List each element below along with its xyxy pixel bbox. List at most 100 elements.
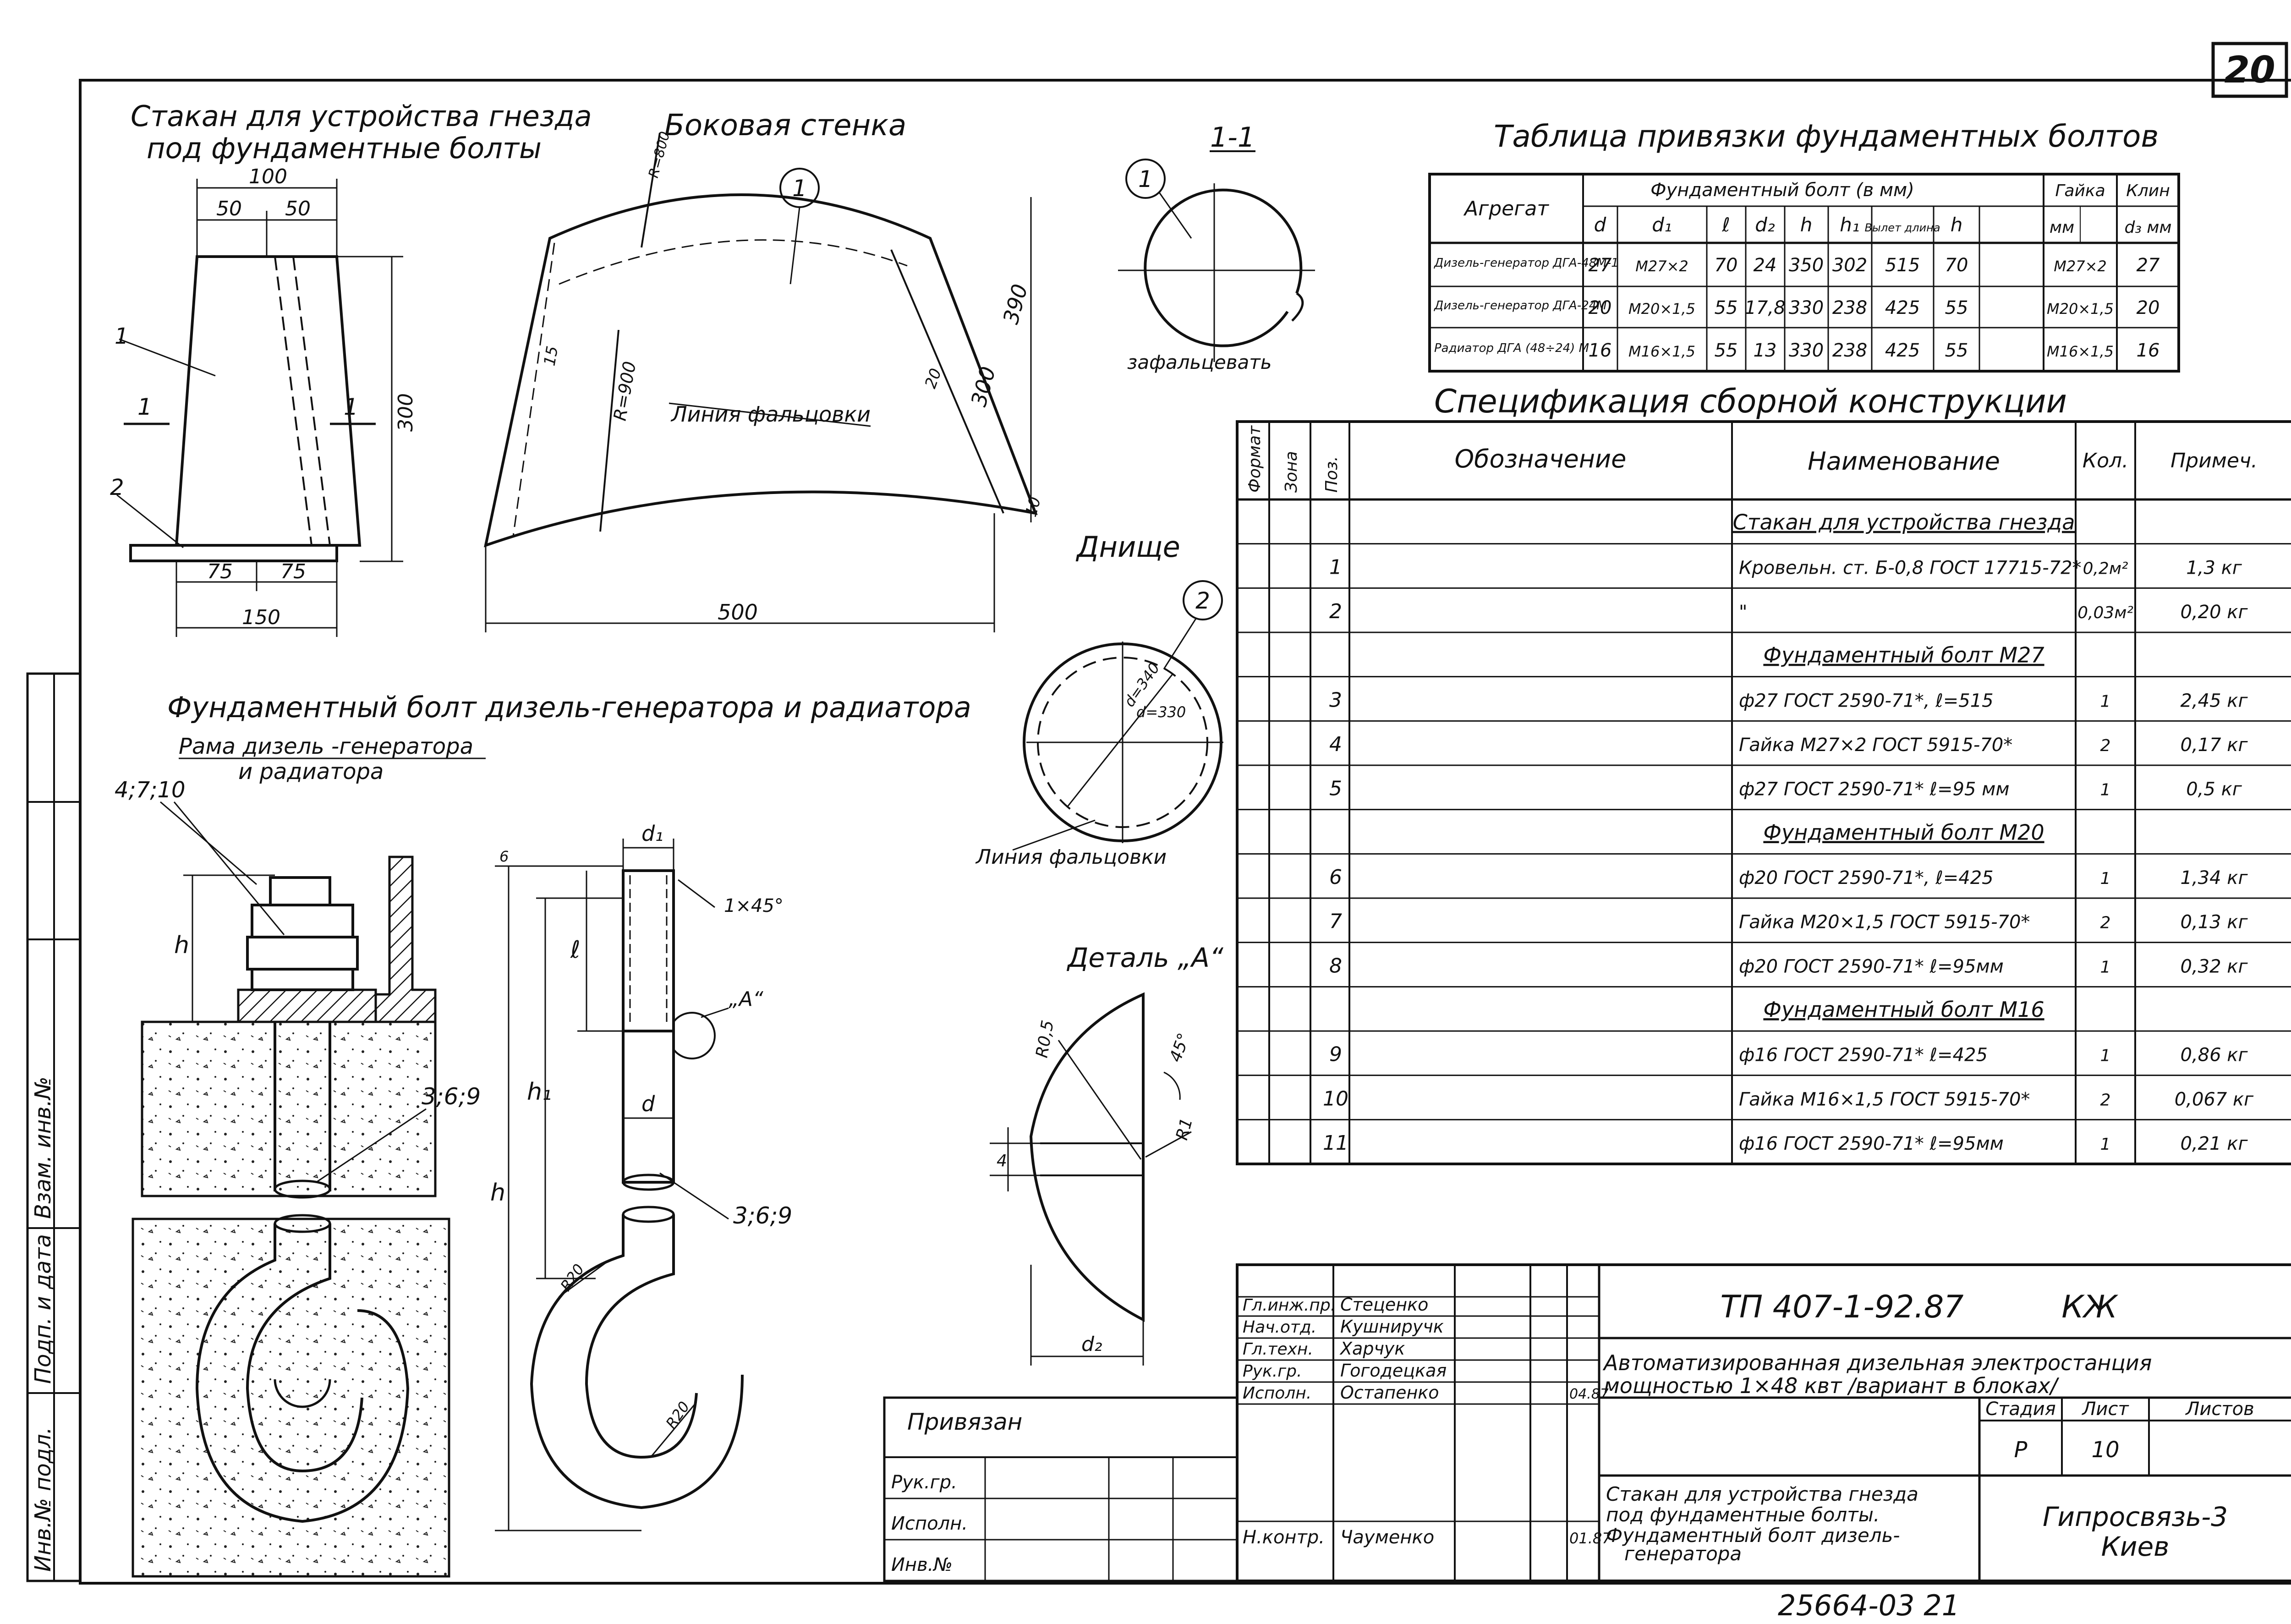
spec-name: ф27 ГОСТ 2590-71*, ℓ=515 <box>1739 690 1994 711</box>
fold-line-label: Линия фальцовки <box>670 402 871 427</box>
spec-note: 0,20 кг <box>2181 602 2248 623</box>
cup-pos-1: 1 <box>115 324 129 349</box>
spec-h-designation: Обозначение <box>1455 444 1627 473</box>
spec-note: 0,21 кг <box>2181 1133 2248 1154</box>
dim-e: ℓ <box>570 936 580 964</box>
spec-title: Спецификация сборной конструкции <box>1434 383 2067 420</box>
tb-role: Исполн. <box>1243 1384 1311 1403</box>
spec-table: Спецификация сборной конструкции Формат … <box>1236 383 2291 1165</box>
bt-cell: М16×1,5 <box>1628 343 1695 360</box>
cup-title-line1: Стакан для устройства гнезда <box>131 99 592 133</box>
tb-role-name: Остапенко <box>1340 1383 1439 1403</box>
spec-h-note: Примеч. <box>2170 449 2258 472</box>
refs-3-6-9-b: 3;6;9 <box>733 1202 792 1229</box>
bt-wedge: 20 <box>2137 297 2160 318</box>
bt-header-nut-unit: мм <box>2050 218 2074 237</box>
tb-stage-h: Стадия <box>1985 1399 2055 1420</box>
bottom-view: Днище d=340 d=330 2 Линия фальцовки <box>975 530 1223 869</box>
spec-qty: 1 <box>2100 781 2111 800</box>
dim-r05: R0,5 <box>1032 1019 1058 1059</box>
spec-name: Гайка М27×2 ГОСТ 5915-70* <box>1739 735 2012 756</box>
spec-name: Гайка М16×1,5 ГОСТ 5915-70* <box>1739 1089 2030 1110</box>
spec-pos: 2 <box>1329 600 1342 623</box>
tb-left-label: Инв.№ <box>891 1554 953 1575</box>
cup-pos-2: 2 <box>110 475 124 500</box>
spec-qty: 1 <box>2100 692 2111 711</box>
dim-r20a: R20 <box>557 1261 587 1294</box>
spec-note: 2,45 кг <box>2181 690 2248 711</box>
spec-qty: 1 <box>2100 1047 2111 1065</box>
bt-cell: 27 <box>1589 255 1612 276</box>
spec-qty: 1 <box>2100 869 2111 888</box>
bt-cell: М20×1,5 <box>1628 300 1695 318</box>
spec-name: ф16 ГОСТ 2590-71* ℓ=95мм <box>1739 1133 2004 1154</box>
dim-150: 150 <box>242 606 280 629</box>
tb-nkontr-date: 01.87 <box>1569 1530 1611 1547</box>
bt-cell: 515 <box>1885 255 1920 276</box>
bt-cell: 55 <box>1945 297 1968 318</box>
bt-header-unit: Агрегат <box>1463 197 1549 220</box>
bt-cell: 425 <box>1885 340 1920 361</box>
spec-h-qty: Кол. <box>2083 449 2128 472</box>
spec-pos: 8 <box>1329 954 1342 977</box>
stamp-sign-date: Подп. и дата <box>30 1234 56 1384</box>
dim-50b: 50 <box>285 197 311 220</box>
spec-name: Стакан для устройства гнезда <box>1733 510 2075 535</box>
spec-pos: 4 <box>1329 733 1342 756</box>
dim-h-bolt: h <box>490 1179 505 1207</box>
spec-name: ф16 ГОСТ 2590-71* ℓ=425 <box>1739 1045 1988 1066</box>
title-block: ТП 407-1-92.87 КЖ Автоматизированная диз… <box>883 1263 2291 1582</box>
spec-name: ф27 ГОСТ 2590-71* ℓ=95 мм <box>1739 779 2010 800</box>
tb-drawing-4: генератора <box>1624 1542 1742 1565</box>
spec-pos: 7 <box>1329 910 1342 933</box>
tb-nkontr-name: Чауменко <box>1340 1527 1434 1548</box>
bt-col-header: d₂ <box>1755 214 1775 236</box>
dim-d1: d₁ <box>641 821 663 846</box>
spec-qty: 1 <box>2100 1135 2111 1154</box>
dim-390: 390 <box>998 281 1032 327</box>
bt-cell: 55 <box>1945 340 1968 361</box>
tb-org-1: Гипросвязь-3 <box>2043 1501 2228 1532</box>
spec-h-zone: Зона <box>1282 451 1301 493</box>
tb-role: Рук.гр. <box>1243 1362 1302 1381</box>
spec-qty: 2 <box>2100 1091 2111 1109</box>
spec-h-format: Формат <box>1245 425 1264 493</box>
tb-mark: КЖ <box>2061 1289 2118 1325</box>
tb-org-2: Киев <box>2101 1531 2170 1562</box>
tb-drawing-1: Стакан для устройства гнезда <box>1606 1483 1918 1505</box>
side-stamp: Инв.№ подл. Подп. и дата Взам. инв.№ <box>26 672 82 1582</box>
bolt-assembly-title: Фундаментный болт дизель-генератора и ра… <box>167 691 971 724</box>
dim-d: d <box>641 1092 655 1116</box>
bt-nut: М20×1,5 <box>2047 300 2114 318</box>
bt-cell: 13 <box>1754 340 1777 361</box>
tb-project-1: Автоматизированная дизельная электростан… <box>1602 1350 2152 1375</box>
tb-role: Гл.техн. <box>1243 1340 1313 1359</box>
tb-drawing-3: Фундаментный болт дизель- <box>1606 1524 1900 1547</box>
sheet-number: 20 <box>2224 49 2275 91</box>
bt-col-header: h <box>1800 214 1813 236</box>
dim-h-assembly: h <box>174 932 189 959</box>
tb-drawing-2: под фундаментные болты. <box>1606 1503 1880 1526</box>
spec-name: Фундаментный болт М27 <box>1763 643 2044 668</box>
spec-note: 0,13 кг <box>2181 912 2248 933</box>
bt-cell: 55 <box>1715 297 1738 318</box>
tb-doc-code: ТП 407-1-92.87 <box>1720 1289 1963 1325</box>
cup-section-left: 1 <box>137 394 152 420</box>
spec-pos: 3 <box>1329 688 1342 712</box>
stamp-inv-orig: Инв.№ подл. <box>30 1427 56 1572</box>
section-1-1: 1-1 1 зафальцевать <box>1118 121 1315 373</box>
frame-label-2: и радиатора <box>238 759 384 785</box>
seam-label: зафальцевать <box>1127 351 1272 373</box>
spec-qty: 0,03м² <box>2077 604 2133 622</box>
tb-sheets-h: Листов <box>2185 1399 2254 1420</box>
bt-header-nut: Гайка <box>2055 181 2105 200</box>
spec-qty: 2 <box>2100 914 2111 933</box>
bt-cell: 70 <box>1945 255 1968 276</box>
bottom-title: Днище <box>1075 530 1180 564</box>
bt-cell: 302 <box>1832 255 1867 276</box>
spec-note: 0,86 кг <box>2181 1045 2248 1066</box>
dim-h1: h₁ <box>527 1078 552 1106</box>
spec-name: Фундаментный болт М16 <box>1763 997 2044 1022</box>
side-wall-pos-1: 1 <box>792 175 807 202</box>
bottom-pos-2: 2 <box>1195 587 1210 614</box>
